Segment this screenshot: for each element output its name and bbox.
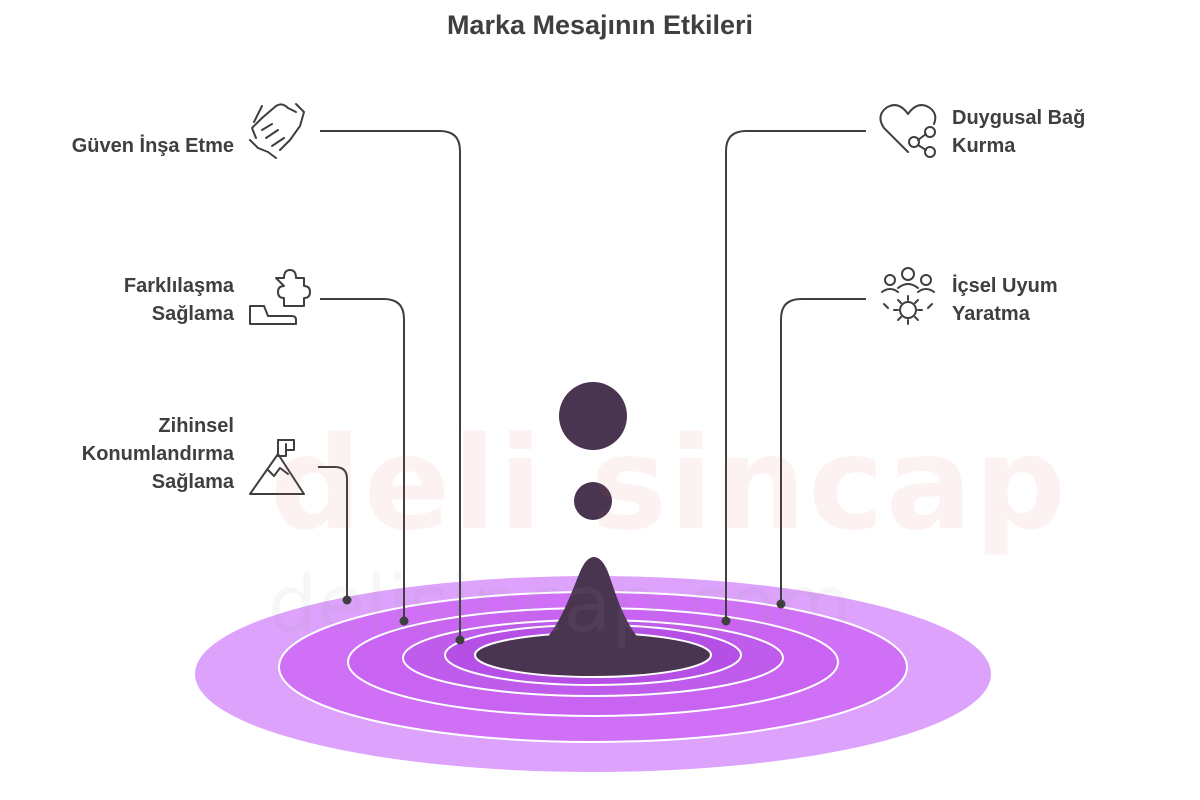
label-differentiation: Farklılaşma Sağlama: [124, 272, 234, 328]
connector-differentiation: [320, 298, 405, 621]
connector-endpoints: [342, 595, 786, 645]
endpoint-emotional: [721, 616, 731, 626]
label-differentiation-line2: Sağlama: [151, 303, 234, 325]
connector-harmony: [780, 298, 866, 604]
label-differentiation-line1: Farklılaşma: [123, 275, 234, 297]
heart-network-icon: [879, 104, 937, 158]
connector-positioning: [318, 466, 348, 600]
mountain-flag-icon: [249, 439, 305, 495]
watermark-logo-text: deli sincap: [270, 410, 1068, 559]
label-positioning: Zihinsel Konumlandırma Sağlama: [82, 412, 234, 496]
handshake-icon: [249, 103, 305, 159]
label-positioning-line3: Sağlama: [151, 471, 234, 493]
label-emotional: Duygusal Bağ Kurma: [952, 104, 1085, 160]
label-harmony-line1: İçsel Uyum: [952, 275, 1058, 297]
label-trust-text: Güven İnşa Etme: [71, 135, 234, 157]
label-harmony-line2: Yaratma: [952, 303, 1030, 325]
endpoint-positioning: [342, 595, 352, 605]
connector-trust: [320, 130, 461, 640]
label-positioning-line1: Zihinsel: [158, 415, 234, 437]
team-gear-icon: [881, 267, 935, 325]
splash-peak: [518, 557, 668, 655]
watermark-url: delisincap.com: [268, 560, 853, 650]
endpoint-differentiation: [399, 616, 409, 626]
drop-large: [559, 382, 627, 450]
label-harmony: İçsel Uyum Yaratma: [952, 272, 1058, 328]
puzzle-hand-icon: [249, 269, 311, 325]
page-title: Marka Mesajının Etkileri: [446, 10, 754, 40]
endpoint-trust: [455, 635, 465, 645]
label-emotional-line1: Duygusal Bağ: [952, 107, 1086, 129]
drop-small: [574, 482, 612, 520]
label-trust: Güven İnşa Etme: [72, 132, 234, 160]
endpoint-harmony: [776, 599, 786, 609]
label-emotional-line2: Kurma: [952, 135, 1016, 157]
label-positioning-line2: Konumlandırma: [81, 443, 234, 465]
connector-lines: [318, 130, 866, 640]
connector-emotional: [725, 130, 866, 621]
